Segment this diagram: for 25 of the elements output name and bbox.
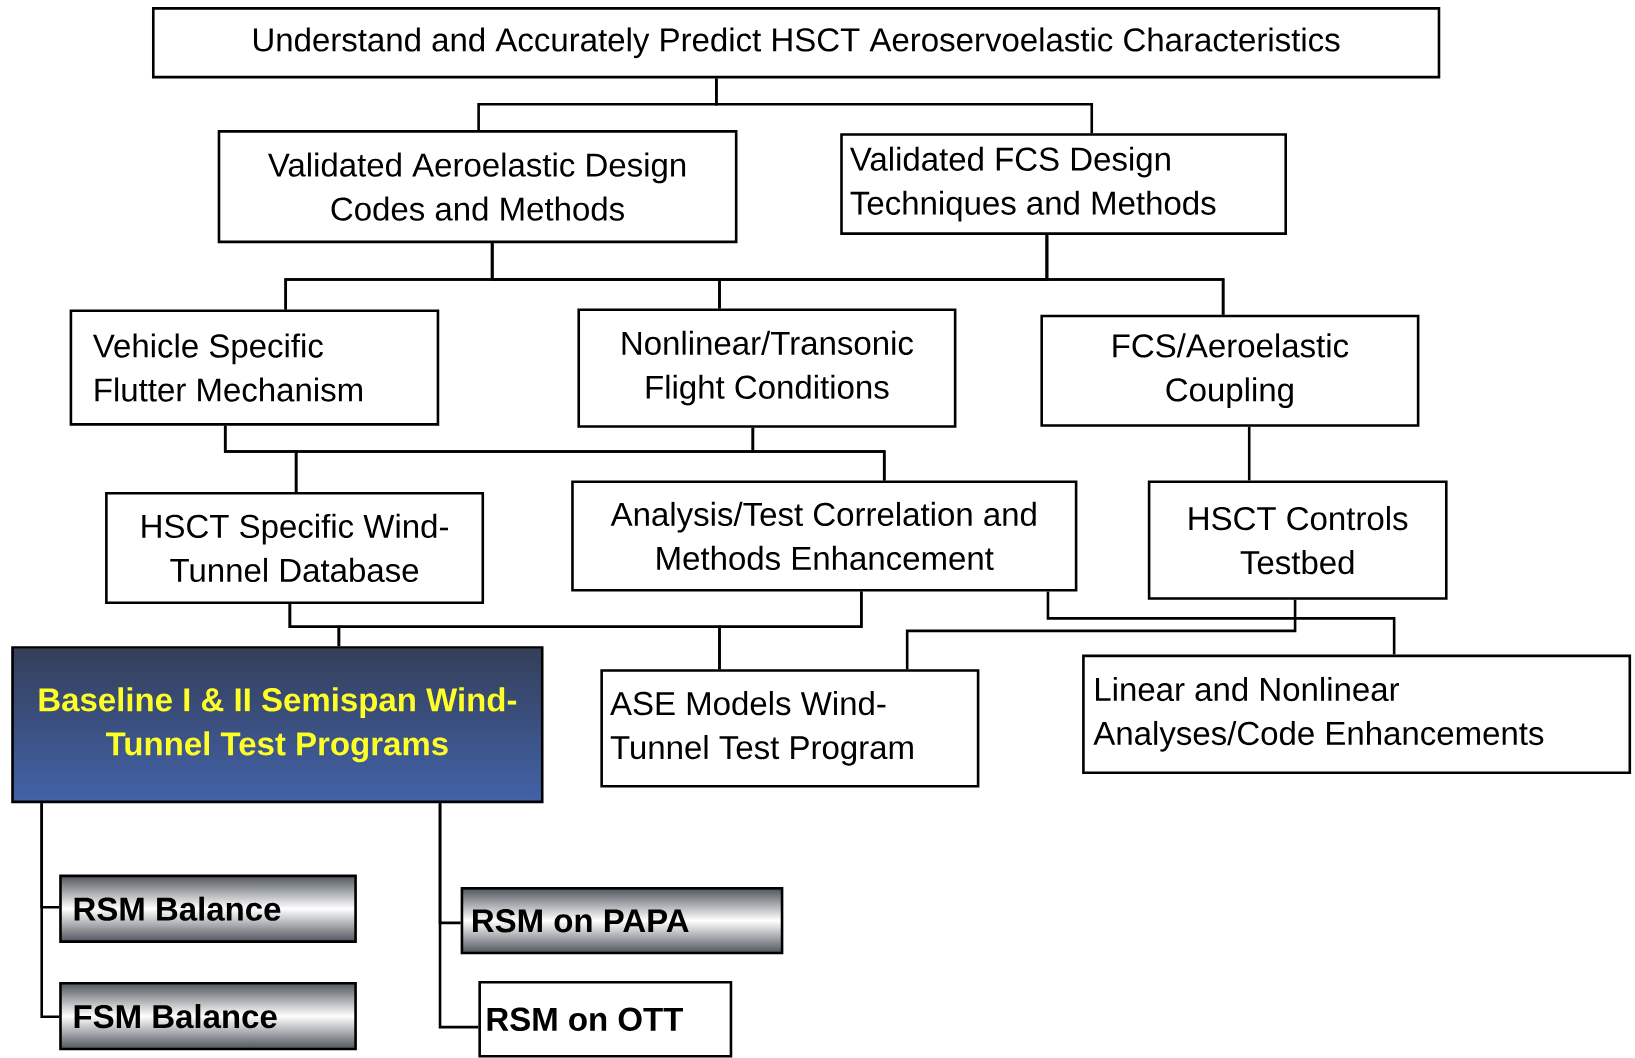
goal-box: Analysis/Test Correlation and Methods Enhancement <box>571 480 1078 592</box>
connector-line <box>1046 591 1396 655</box>
connector-line <box>1247 426 1251 481</box>
goal-box: HSCT Controls Testbed <box>1147 480 1448 600</box>
goal-box: Vehicle Specific Flutter Mechanism <box>69 309 440 426</box>
goal-box: Nonlinear/Transonic Flight Conditions <box>577 308 957 428</box>
test-box: RSM Balance <box>59 874 357 943</box>
test-box: RSM on PAPA <box>460 886 784 955</box>
connector-line <box>751 427 886 481</box>
goal-box: FCS/Aeroelastic Coupling <box>1040 314 1420 427</box>
program-box: Baseline I & II Semispan Wind-Tunnel Test Programs <box>11 646 544 803</box>
goal-box: ASE Models Wind-Tunnel Test Program <box>600 669 980 788</box>
connector-line <box>718 591 863 669</box>
goal-box: Understand and Accurately Predict HSCT Aeroservoelastic Characteristics <box>152 6 1441 79</box>
connector-line <box>1045 234 1225 315</box>
goal-box: Validated FCS Design Techniques and Methods <box>840 133 1287 235</box>
goal-box: Linear and Nonlinear Analyses/Code Enhancements <box>1082 654 1632 774</box>
test-box: RSM on OTT <box>478 980 733 1058</box>
goal-box: HSCT Specific Wind-Tunnel Database <box>105 491 485 604</box>
connector-line <box>438 803 479 1029</box>
connector-line <box>905 599 1297 669</box>
connector-line <box>40 803 60 1018</box>
goal-box: Validated Aeroelastic Design Codes and Methods <box>217 129 738 244</box>
connector-line <box>715 78 1094 134</box>
test-box: FSM Balance <box>59 981 357 1051</box>
